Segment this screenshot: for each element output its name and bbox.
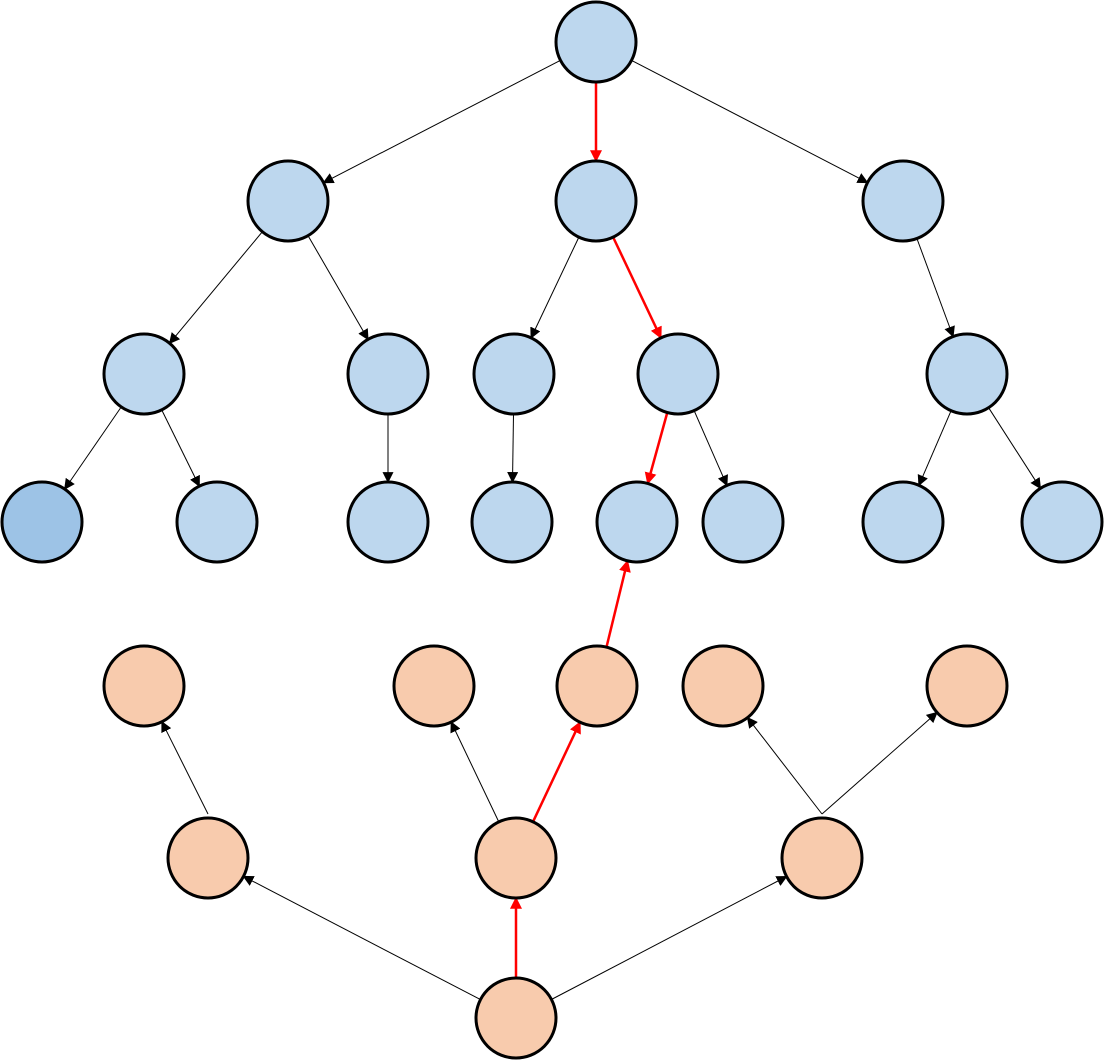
forward-tree-node-f15 [861, 480, 945, 564]
edge-arrow-f0-to-f1 [322, 59, 561, 184]
edge-arrow-f4-to-f10 [161, 409, 200, 488]
edge-arrow-f7-to-f14 [693, 410, 728, 487]
forward-tree-node-f7 [636, 332, 720, 416]
edge-arrow-f2-to-f6 [530, 236, 580, 339]
backward-tree-node-b7 [681, 644, 765, 728]
forward-tree-node-f5 [346, 332, 430, 416]
forward-tree-node-f6 [472, 332, 556, 416]
edge-arrow-f3-to-f8 [916, 238, 955, 338]
highlighted-path-arrow-f7-to-f13 [644, 412, 669, 485]
forward-tree-node-f9 [0, 480, 84, 564]
edge-arrow-b1-to-b4 [161, 720, 209, 815]
backward-tree-node-b5 [392, 644, 476, 728]
edge-arrow-b2-to-b5 [450, 721, 500, 823]
edge-arrow-f8-to-f16 [988, 407, 1041, 490]
forward-tree-node-f12 [470, 480, 554, 564]
forward-tree-node-f4 [102, 332, 186, 416]
highlighted-path-arrow-f2-to-f7 [611, 236, 663, 339]
edge-arrow-f1-to-f4 [168, 231, 263, 345]
forward-tree-node-f1 [246, 159, 330, 243]
forward-tree-node-f16 [1020, 480, 1104, 564]
forward-tree-node-f13 [595, 480, 679, 564]
highlighted-path-arrow-b2-to-b6 [531, 721, 582, 823]
backward-tree-node-b8 [925, 644, 1009, 728]
forward-tree-node-f3 [861, 159, 945, 243]
edge-arrow-b3-to-b8 [821, 711, 938, 815]
forward-tree-node-f11 [346, 480, 430, 564]
forward-tree-node-f2 [554, 159, 638, 243]
backward-tree-node-b0 [474, 976, 558, 1060]
backward-tree-node-b1 [166, 816, 250, 900]
forward-tree-node-f0 [554, 0, 638, 84]
edges-layer [64, 59, 1041, 1001]
edge-arrow-f4-to-f9 [64, 406, 122, 491]
edge-arrow-f0-to-f3 [631, 59, 869, 184]
edge-arrow-f8-to-f15 [917, 410, 952, 487]
edge-arrow-b3-to-b7 [746, 716, 823, 815]
backward-tree-node-b4 [102, 644, 186, 728]
edge-arrow-f6-to-f12 [507, 413, 519, 484]
backward-tree-node-b3 [780, 816, 864, 900]
edge-arrow-f1-to-f5 [307, 235, 369, 341]
edge-arrow-b0-to-b1 [242, 875, 481, 1001]
edge-arrow-b0-to-b3 [551, 875, 788, 1000]
backward-tree-node-b6 [555, 644, 639, 728]
backward-tree-node-b2 [474, 816, 558, 900]
forward-tree-node-f10 [175, 480, 259, 564]
forward-tree-node-f8 [925, 332, 1009, 416]
highlighted-path-arrow-b6-to-f13 [605, 559, 631, 648]
forward-tree-node-f14 [701, 480, 785, 564]
